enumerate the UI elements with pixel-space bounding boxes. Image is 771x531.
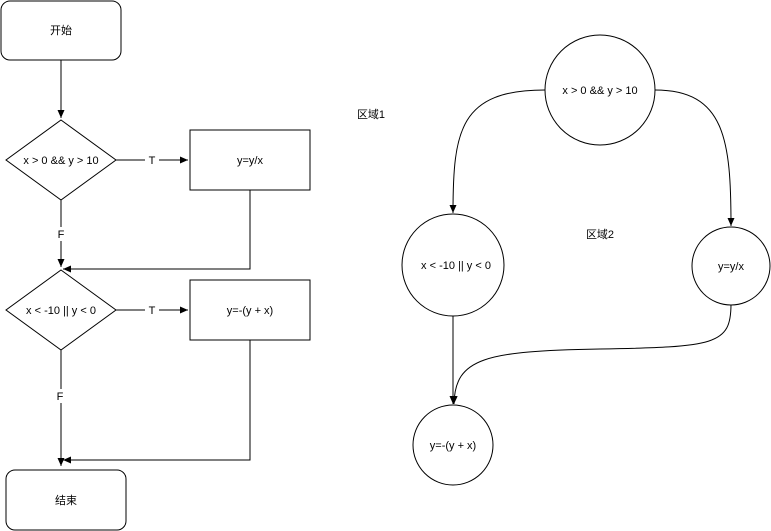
graph-node-left-label: x < -10 || y < 0 xyxy=(421,260,491,272)
start-label: 开始 xyxy=(50,23,72,37)
process-node-1: y=y/x xyxy=(189,129,311,191)
edge-process2-to-end xyxy=(63,340,251,464)
graph-node-top: x > 0 && y > 10 xyxy=(544,34,656,146)
edge-label-false-1: F xyxy=(58,229,65,241)
process1-label: y=y/x xyxy=(237,155,263,167)
edge-label-true-2: T xyxy=(149,305,156,317)
decision2-label: x < -10 || y < 0 xyxy=(26,305,96,317)
process2-label: y=-(y + x) xyxy=(227,305,273,317)
flowchart-connectors xyxy=(57,60,251,466)
end-node: 结束 xyxy=(5,469,127,531)
end-label: 结束 xyxy=(55,494,77,507)
graph-node-left: x < -10 || y < 0 xyxy=(401,213,505,317)
process-node-2: y=-(y + x) xyxy=(189,279,311,341)
graph-node-right: y=y/x xyxy=(691,226,771,306)
start-node: 开始 xyxy=(0,0,122,61)
graph-edges xyxy=(449,89,735,405)
region1-label: 区域1 xyxy=(357,108,385,121)
decision1-label: x > 0 && y > 10 xyxy=(23,155,98,167)
graph-node-top-label: x > 0 && y > 10 xyxy=(562,85,637,97)
edge-top-to-left xyxy=(449,89,546,214)
edge-process1-to-merge xyxy=(63,190,251,273)
graph-node-bottom-label: y=-(y + x) xyxy=(430,440,476,452)
edge-label-false-2: F xyxy=(57,391,64,403)
edge-label-true-1: T xyxy=(149,155,156,167)
edge-right-to-bottom xyxy=(450,303,732,405)
graph-node-bottom: y=-(y + x) xyxy=(412,404,494,486)
decision-node-2: x < -10 || y < 0 xyxy=(5,269,117,351)
graph-node-right-label: y=y/x xyxy=(718,261,744,273)
region2-label: 区域2 xyxy=(586,228,614,241)
decision-node-1: x > 0 && y > 10 xyxy=(5,119,117,201)
edge-top-to-right xyxy=(654,89,735,227)
